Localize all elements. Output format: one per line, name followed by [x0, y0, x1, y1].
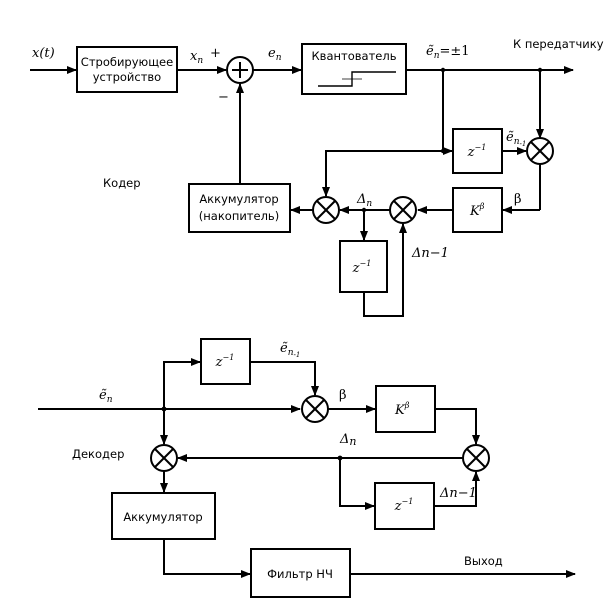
en-label: en — [268, 46, 282, 63]
lowpass-filter-label: Фильтр НЧ — [267, 567, 333, 581]
to-transmitter-label: К передатчику — [513, 37, 604, 51]
decoder-input-label: ẽn — [99, 388, 113, 405]
coder-delay-lower-block — [339, 240, 388, 293]
coder-accumulator-line1: Аккумулятор — [199, 192, 278, 206]
lowpass-filter-block — [250, 548, 351, 598]
plus-sign-label: + — [210, 46, 221, 61]
decoder-delay-block — [200, 338, 251, 385]
decoder-delay-lower-block — [374, 482, 435, 530]
coder-section: x(t) Стробирующее устройство xn + − en К… — [30, 37, 604, 317]
coder-en-prev-label: ẽn-1 — [506, 130, 526, 148]
decoder-kbeta-block — [375, 385, 436, 433]
coder-beta-label: β — [514, 192, 522, 207]
decoder-delta-n-1-label: Δn−1 — [439, 486, 477, 501]
decoder-accumulator-label: Аккумулятор — [123, 510, 202, 524]
minus-sign-label: − — [218, 90, 229, 105]
quant-out-label: ẽn=±1 — [426, 44, 470, 61]
decoder-en-prev-label: ẽn-1 — [280, 341, 300, 359]
sampler-label-line2: устройство — [93, 70, 161, 84]
quantizer-label: Квантователь — [312, 49, 397, 63]
coder-delta-n-1-label: Δn−1 — [411, 246, 449, 261]
coder-delay-block — [452, 128, 503, 174]
coder-input-label: x(t) — [32, 46, 55, 61]
xn-label: xn — [190, 49, 203, 66]
decoder-section: ẽn z−1 ẽn-1 β Kβ Δn z−1 Δn−1 — [38, 338, 576, 598]
decoder-accumulator-block — [111, 492, 216, 540]
decoder-section-label: Декодер — [72, 447, 124, 461]
decoder-delta-n-label: Δn — [339, 432, 356, 448]
sampler-label-line1: Стробирующее — [81, 55, 173, 69]
coder-delta-n-label: Δn — [356, 192, 372, 209]
decoder-output-label: Выход — [464, 554, 503, 568]
coder-section-label: Кодер — [103, 176, 141, 190]
decoder-beta-label: β — [339, 388, 347, 403]
coder-accumulator-line2: (накопитель) — [199, 209, 279, 223]
